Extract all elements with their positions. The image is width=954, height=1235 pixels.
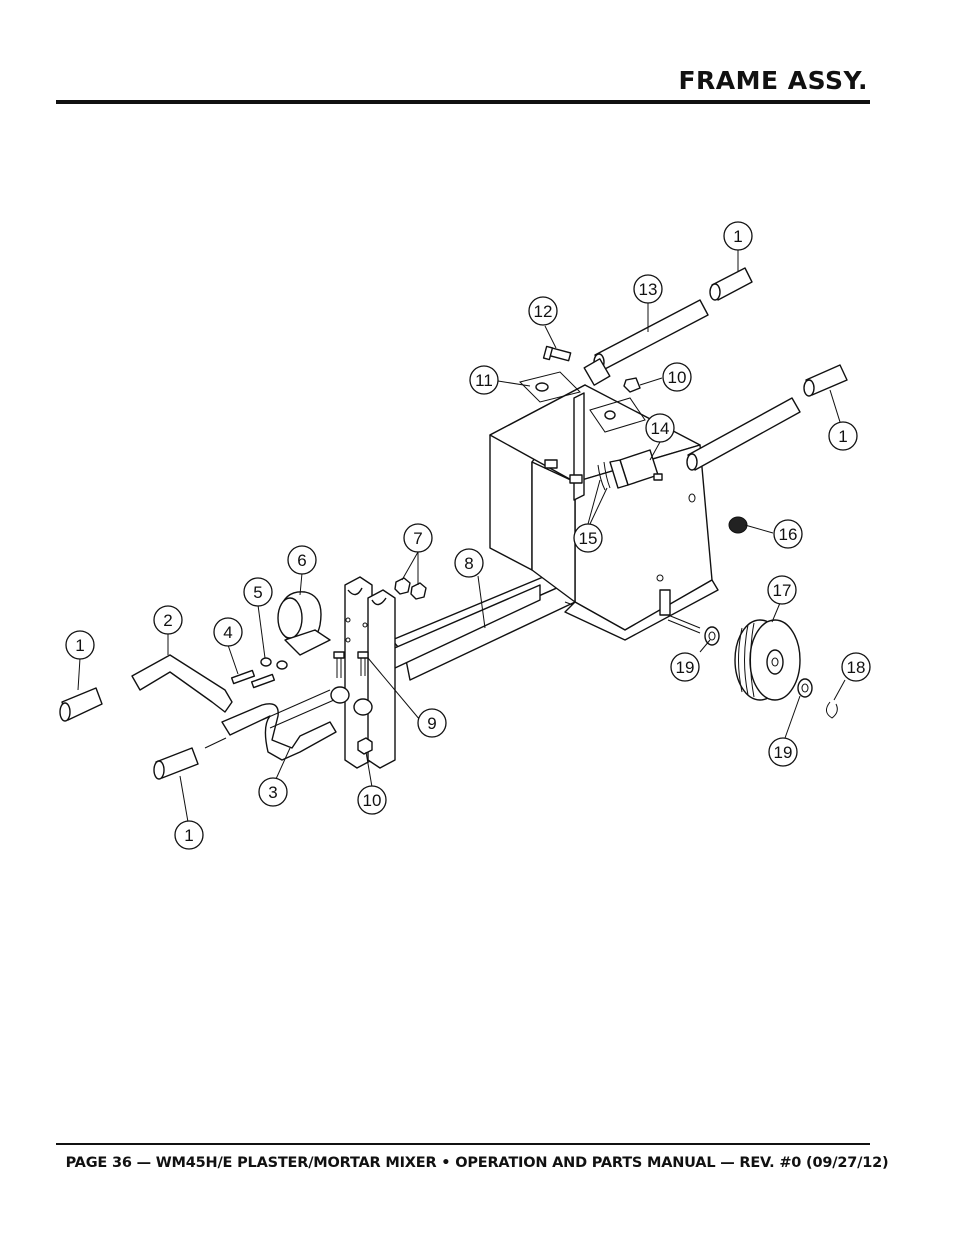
screws-4 (230, 657, 288, 689)
handle-tube-upper (583, 267, 753, 386)
callout-6: 6 (287, 545, 317, 575)
header-rule (56, 100, 870, 104)
lift-handles (131, 654, 337, 761)
callout-19-right: 19 (768, 737, 798, 767)
callouts: 1 13 12 11 10 1 14 15 16 17 18 19 19 8 7… (65, 221, 871, 850)
footer-rule (56, 1143, 870, 1145)
svg-text:8: 8 (464, 554, 473, 573)
svg-text:15: 15 (579, 529, 598, 548)
svg-text:14: 14 (651, 419, 670, 438)
motor-cap (277, 591, 331, 656)
svg-text:13: 13 (639, 280, 658, 299)
callout-15: 15 (573, 523, 603, 553)
callout-7: 7 (403, 523, 433, 553)
svg-text:1: 1 (75, 636, 84, 655)
page-footer: PAGE 36 — WM45H/E PLASTER/MORTAR MIXER •… (65, 1155, 889, 1171)
callout-14: 14 (645, 413, 675, 443)
svg-text:1: 1 (733, 227, 742, 246)
bushings (330, 686, 373, 716)
plug (728, 516, 748, 534)
svg-text:18: 18 (847, 658, 866, 677)
callout-8: 8 (454, 548, 484, 578)
callout-17: 17 (767, 575, 797, 605)
svg-text:17: 17 (773, 581, 792, 600)
callout-12: 12 (528, 296, 558, 326)
wheel-assembly (667, 614, 838, 719)
svg-text:9: 9 (427, 714, 436, 733)
svg-text:7: 7 (413, 529, 422, 548)
callout-16: 16 (773, 519, 803, 549)
callout-1: 1 (723, 221, 753, 251)
callout-1-right: 1 (828, 421, 858, 451)
front-bracket (344, 576, 396, 769)
svg-text:16: 16 (779, 525, 798, 544)
svg-text:10: 10 (668, 368, 687, 387)
top-hardware (519, 345, 646, 433)
callout-19-left: 19 (670, 652, 700, 682)
svg-text:1: 1 (184, 826, 193, 845)
svg-text:5: 5 (253, 583, 262, 602)
callout-5: 5 (243, 577, 273, 607)
svg-text:12: 12 (534, 302, 553, 321)
svg-text:19: 19 (774, 743, 793, 762)
svg-text:2: 2 (163, 611, 172, 630)
callout-10-top: 10 (662, 362, 692, 392)
svg-text:3: 3 (268, 783, 277, 802)
svg-text:1: 1 (838, 427, 847, 446)
leader-lines (77, 249, 846, 823)
callout-1-bottom: 1 (174, 820, 204, 850)
callout-9: 9 (417, 708, 447, 738)
frame-rails (389, 569, 641, 681)
nuts-7 (394, 577, 427, 600)
callout-4: 4 (213, 617, 243, 647)
bracket-bolts (333, 651, 373, 755)
page-title: FRAME ASSY. (678, 66, 868, 95)
callout-3: 3 (258, 777, 288, 807)
callout-2: 2 (153, 605, 183, 635)
svg-text:10: 10 (363, 791, 382, 810)
grips-left (59, 687, 199, 780)
callout-11: 11 (469, 365, 499, 395)
svg-text:19: 19 (676, 658, 695, 677)
callout-13: 13 (633, 274, 663, 304)
handle-tube-lower (686, 364, 848, 471)
callout-18: 18 (841, 652, 871, 682)
switch-box (597, 449, 663, 491)
svg-text:11: 11 (475, 371, 493, 390)
callout-1-left: 1 (65, 630, 95, 660)
svg-text:6: 6 (297, 551, 306, 570)
callout-10-bottom: 10 (357, 785, 387, 815)
svg-text:4: 4 (223, 623, 232, 642)
